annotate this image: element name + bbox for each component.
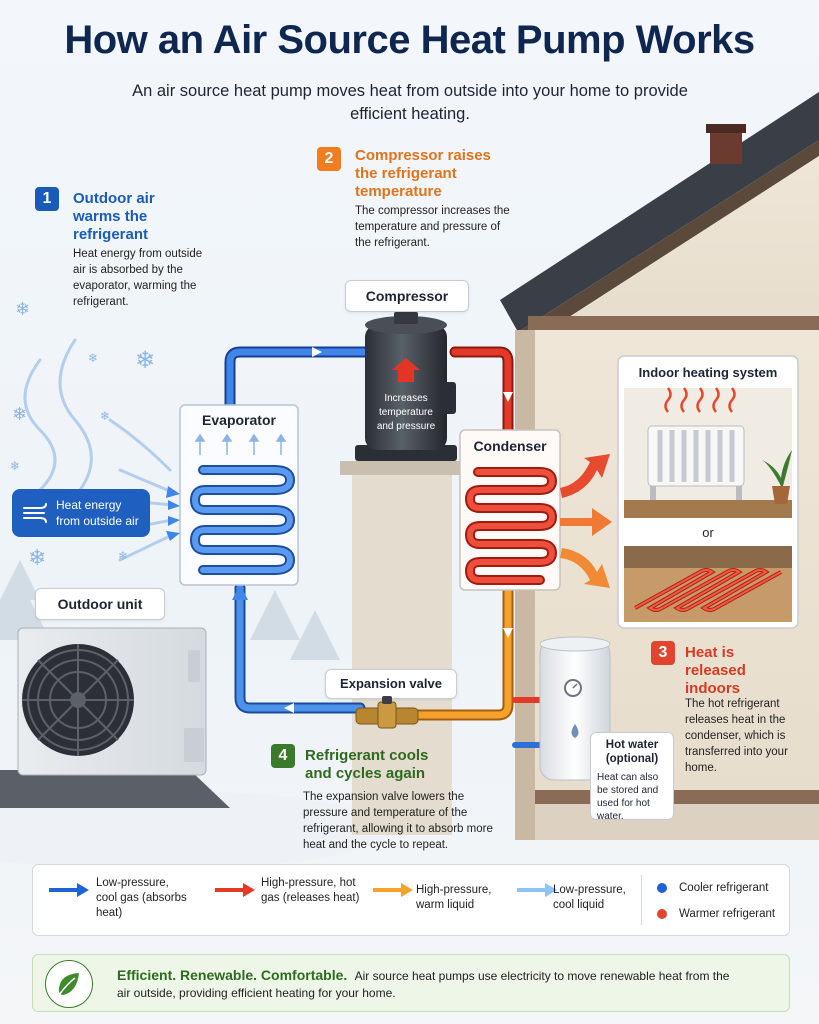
snowflake-icon: ❄ ❄ ❄ ❄ ❄ ❄ ❄ ❄ bbox=[10, 299, 155, 570]
water-drop-icon bbox=[571, 724, 579, 738]
step-1-title: Outdoor air warms the refrigerant bbox=[73, 190, 155, 243]
flow-direction-arrows bbox=[284, 347, 513, 713]
legend-arrow-icon bbox=[373, 883, 413, 897]
footer-banner: Efficient. Renewable. Comfortable. Air s… bbox=[32, 954, 790, 1012]
step-2-title: Compressor raises the refrigerant temper… bbox=[355, 147, 491, 200]
compressor bbox=[355, 312, 457, 461]
legend-arrow-icon bbox=[49, 883, 89, 897]
step-3-body: The hot refrigerant releases heat in the… bbox=[685, 698, 788, 774]
stand-top bbox=[340, 461, 460, 475]
legend-item-warmer: Warmer refrigerant bbox=[679, 908, 776, 920]
svg-text:❄: ❄ bbox=[10, 459, 20, 473]
legend-dot-warm bbox=[657, 909, 667, 919]
step-4-number: 4 bbox=[271, 744, 295, 768]
step-4-body: The expansion valve lowers the pressure … bbox=[303, 791, 493, 851]
step-1-number: 1 bbox=[35, 187, 59, 211]
svg-text:❄: ❄ bbox=[100, 409, 110, 423]
footer-body: Air source heat pumps use electricity to… bbox=[117, 969, 730, 1000]
footer-headline: Efficient. Renewable. Comfortable. bbox=[117, 967, 348, 983]
legend-dot-cool bbox=[657, 883, 667, 893]
step-3-number: 3 bbox=[651, 641, 675, 665]
airflow-arrows bbox=[166, 486, 180, 541]
legend-arrow-icon bbox=[517, 883, 557, 897]
or-label: or bbox=[702, 525, 714, 540]
legend-divider bbox=[641, 875, 642, 925]
footer-text: Efficient. Renewable. Comfortable. Air s… bbox=[117, 967, 737, 1002]
heat-waves-icon bbox=[664, 387, 736, 413]
step-2-number: 2 bbox=[317, 147, 341, 171]
hot-water-title: Hot water (optional) bbox=[605, 739, 659, 765]
snow-ground bbox=[0, 790, 390, 870]
up-arrow-to-evaporator bbox=[232, 584, 248, 600]
condenser bbox=[459, 429, 561, 591]
condenser-label: Condenser bbox=[473, 438, 547, 454]
outdoor-unit-label: Outdoor unit bbox=[35, 588, 165, 620]
legend: Low-pressure, cool gas (absorbs heat) Hi… bbox=[32, 864, 790, 936]
page-title: How an Air Source Heat Pump Works bbox=[64, 18, 755, 62]
compressor-inner-label: Increases temperature and pressure bbox=[376, 393, 436, 432]
svg-text:❄: ❄ bbox=[135, 347, 155, 374]
heat-energy-pill: Heat energy from outside air bbox=[12, 489, 150, 537]
hot-water-body: Heat can also be stored and used for hot… bbox=[597, 772, 659, 822]
hot-water-card: Hot water (optional) Heat can also be st… bbox=[590, 732, 674, 822]
heat-transfer-arrows bbox=[560, 454, 612, 588]
heat-energy-label: Heat energy from outside air bbox=[56, 498, 139, 528]
legend-item-high-pressure-liquid: High-pressure, warm liquid bbox=[416, 884, 492, 911]
svg-text:❄: ❄ bbox=[88, 351, 98, 365]
svg-text:❄: ❄ bbox=[15, 299, 30, 319]
step-1-body: Heat energy from outside air is absorbed… bbox=[73, 248, 203, 308]
step-3-title: Heat is released indoors bbox=[685, 644, 746, 697]
svg-text:❄: ❄ bbox=[28, 545, 46, 570]
radiator-icon bbox=[647, 425, 745, 500]
indoor-heating-panel bbox=[617, 355, 799, 629]
svg-text:❄: ❄ bbox=[12, 404, 27, 424]
legend-arrow-icon bbox=[215, 883, 255, 897]
legend-item-low-pressure-gas: Low-pressure, cool gas (absorbs heat) bbox=[96, 877, 187, 919]
evaporator bbox=[179, 404, 299, 586]
step-2-body: The compressor increases the temperature… bbox=[355, 205, 510, 249]
indoor-heating-label: Indoor heating system bbox=[638, 365, 778, 380]
leaf-icon bbox=[45, 960, 93, 1008]
expansion-valve-label: Expansion valve bbox=[325, 669, 457, 699]
outdoor-unit bbox=[0, 627, 230, 808]
svg-text:❄: ❄ bbox=[118, 549, 128, 563]
legend-item-high-pressure-gas: High-pressure, hot gas (releases heat) bbox=[261, 877, 360, 904]
legend-item-cooler: Cooler refrigerant bbox=[679, 882, 769, 894]
underfloor-heating-icon-inner bbox=[634, 569, 782, 611]
stand-column bbox=[352, 475, 452, 835]
arrow-up-icon bbox=[392, 358, 420, 382]
compressor-label: Compressor bbox=[345, 280, 469, 312]
page-subtitle: An air source heat pump moves heat from … bbox=[132, 82, 688, 123]
step-4-title: Refrigerant cools and cycles again bbox=[305, 747, 429, 782]
plant-icon bbox=[762, 450, 792, 504]
expansion-valve-icon bbox=[355, 696, 419, 729]
misty-trees bbox=[0, 560, 340, 660]
legend-item-low-pressure-liquid: Low-pressure, cool liquid bbox=[553, 884, 626, 911]
refrigerant-pipes bbox=[224, 346, 543, 748]
evaporator-label: Evaporator bbox=[202, 412, 276, 428]
wind-icon bbox=[23, 503, 47, 523]
